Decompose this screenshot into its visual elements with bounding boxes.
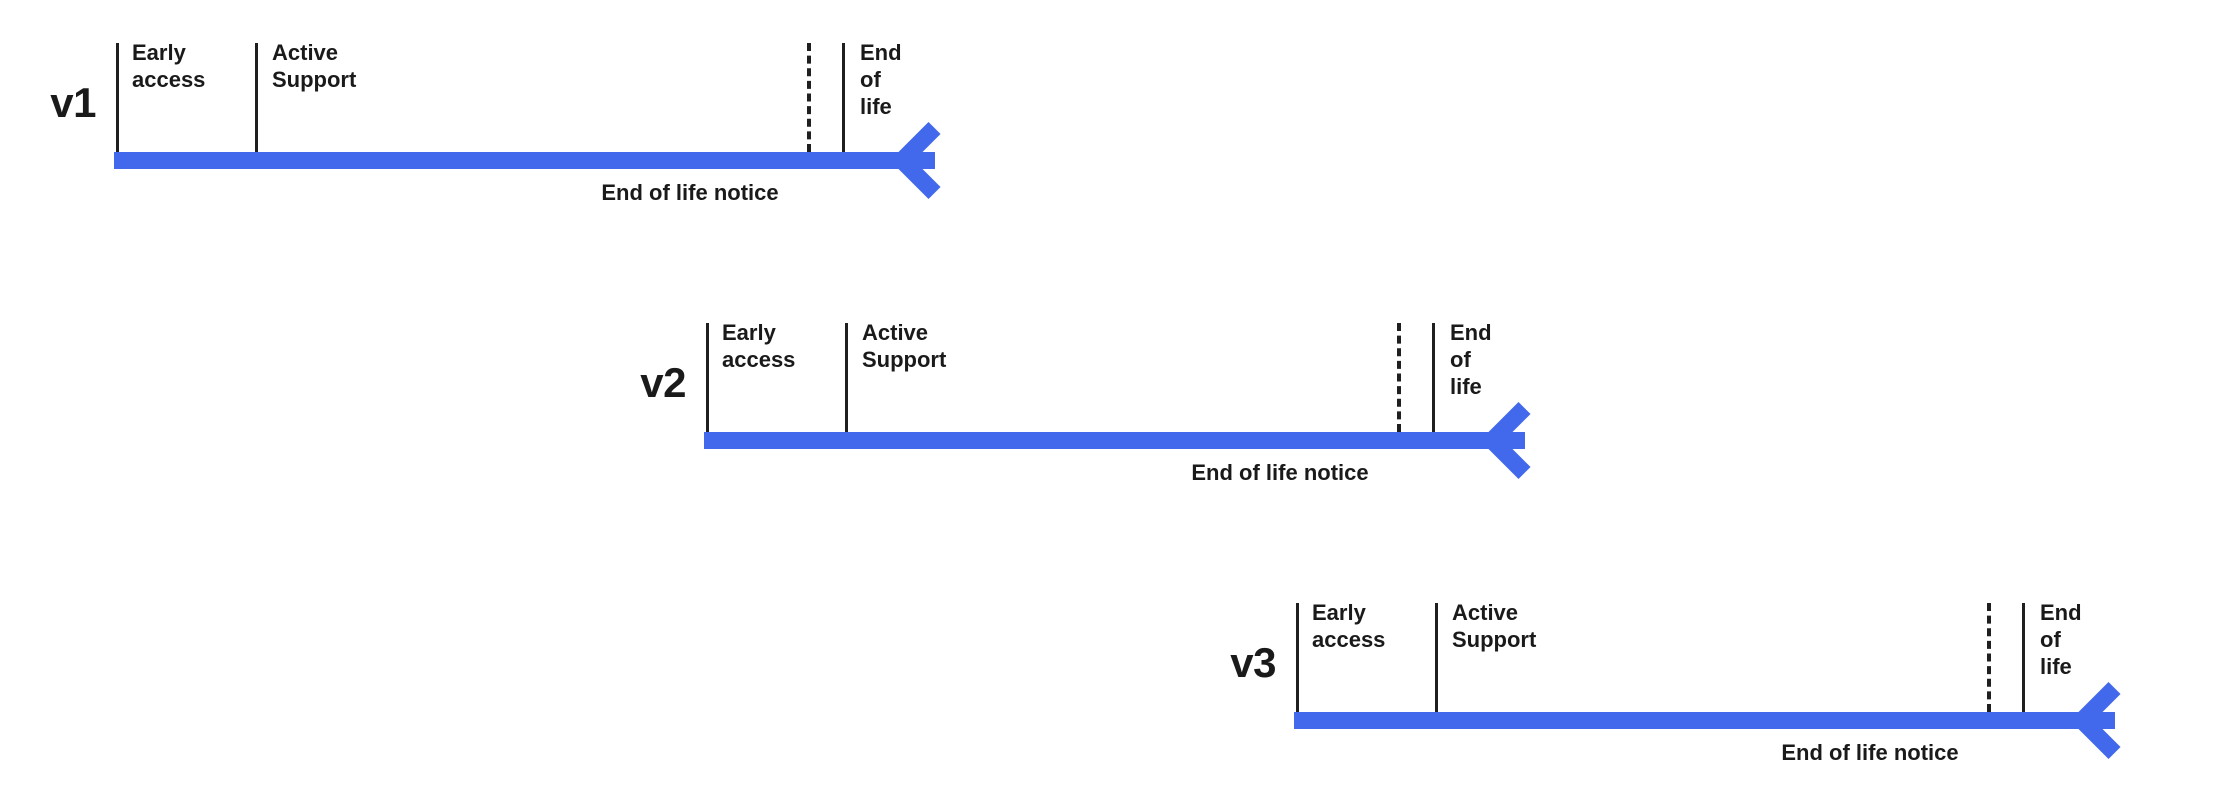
phase-label-2: Active Support bbox=[1452, 600, 1537, 652]
phase-label-3: End of life bbox=[860, 40, 902, 119]
phase-divider-3 bbox=[2022, 603, 2025, 712]
phase-divider-2 bbox=[255, 43, 258, 152]
phase-divider-3 bbox=[1432, 323, 1435, 432]
end-of-life-notice-label: End of life notice bbox=[1191, 460, 1369, 485]
timeline-bar bbox=[114, 152, 935, 169]
phase-divider-1 bbox=[706, 323, 709, 432]
phase-label-1: Early access bbox=[132, 40, 206, 92]
phase-label-1: Early access bbox=[1312, 600, 1386, 652]
phase-label-1: Early access bbox=[722, 320, 796, 372]
version-label-v1: v1 bbox=[50, 79, 96, 126]
end-of-life-notice-marker bbox=[1987, 603, 1991, 712]
phase-divider-1 bbox=[1296, 603, 1299, 712]
phase-label-2: Active Support bbox=[272, 40, 357, 92]
phase-divider-2 bbox=[1435, 603, 1438, 712]
timeline-bar bbox=[1294, 712, 2115, 729]
phase-divider-3 bbox=[842, 43, 845, 152]
end-of-life-notice-marker bbox=[1397, 323, 1401, 432]
end-of-life-notice-label: End of life notice bbox=[601, 180, 779, 205]
phase-label-2: Active Support bbox=[862, 320, 947, 372]
version-label-v3: v3 bbox=[1230, 639, 1276, 686]
end-of-life-notice-marker bbox=[807, 43, 811, 152]
phase-label-3: End of life bbox=[2040, 600, 2082, 679]
end-of-life-notice-label: End of life notice bbox=[1781, 740, 1959, 765]
phase-divider-2 bbox=[845, 323, 848, 432]
phase-divider-1 bbox=[116, 43, 119, 152]
version-label-v2: v2 bbox=[640, 359, 686, 406]
timeline-bar bbox=[704, 432, 1525, 449]
phase-label-3: End of life bbox=[1450, 320, 1492, 399]
